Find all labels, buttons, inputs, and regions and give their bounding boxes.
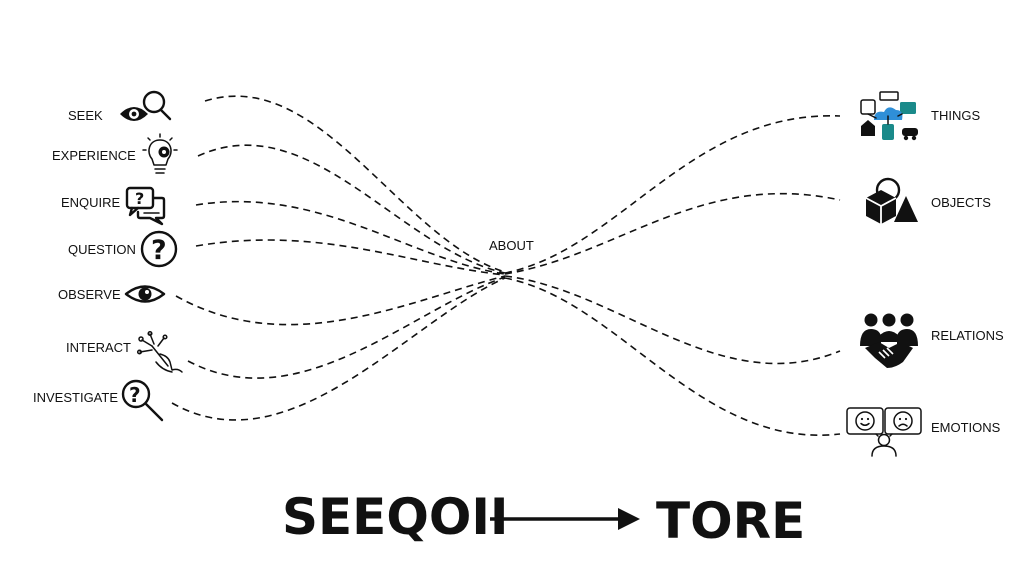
connector-curves	[171, 95, 841, 436]
question-chat-icon: ?	[125, 186, 166, 226]
curve-investigate	[171, 277, 506, 421]
arrow-right-icon	[490, 508, 640, 530]
label-investigate: INVESTIGATE	[33, 390, 118, 405]
handshake-people-icon	[860, 313, 918, 368]
label-things: THINGS	[931, 108, 980, 123]
curve-observe	[175, 275, 506, 326]
curve-things	[504, 115, 841, 274]
left-labels: SEEK EXPERIENCE ENQUIRE QUESTION OBSERVE…	[33, 108, 136, 405]
label-relations: RELATIONS	[931, 328, 1004, 343]
label-emotions: EMOTIONS	[931, 420, 1001, 435]
curve-relations	[504, 275, 841, 365]
label-enquire: ENQUIRE	[61, 195, 121, 210]
emotions-faces-icon	[846, 407, 922, 457]
svg-text:?: ?	[129, 383, 141, 407]
curve-objects	[504, 192, 841, 275]
label-question: QUESTION	[68, 242, 136, 257]
center-label: ABOUT	[489, 238, 534, 253]
touch-circuit-icon	[136, 330, 183, 373]
curve-seek	[204, 95, 506, 273]
label-interact: INTERACT	[66, 340, 131, 355]
source-title: SEEQOII	[282, 488, 509, 546]
label-seek: SEEK	[68, 108, 103, 123]
target-title: TORE	[656, 492, 805, 550]
right-labels: THINGS OBJECTS RELATIONS EMOTIONS	[931, 108, 1004, 435]
iot-cloud-icon	[860, 91, 918, 141]
label-observe: OBSERVE	[58, 287, 121, 302]
svg-text:?: ?	[135, 189, 144, 208]
shapes-icon	[865, 177, 918, 224]
eye-magnifier-icon	[120, 90, 172, 121]
svg-text:?: ?	[151, 235, 167, 266]
lightbulb-gear-icon	[142, 133, 178, 174]
label-objects: OBJECTS	[931, 195, 991, 210]
eye-icon	[124, 285, 166, 303]
question-circle-icon: ?	[140, 230, 178, 268]
label-experience: EXPERIENCE	[52, 148, 136, 163]
question-magnifier-icon: ?	[121, 379, 164, 422]
curve-enquire	[195, 200, 506, 275]
curve-interact	[187, 276, 506, 379]
curve-emotions	[504, 277, 841, 436]
curve-question	[195, 239, 506, 276]
curve-experience	[197, 144, 506, 274]
